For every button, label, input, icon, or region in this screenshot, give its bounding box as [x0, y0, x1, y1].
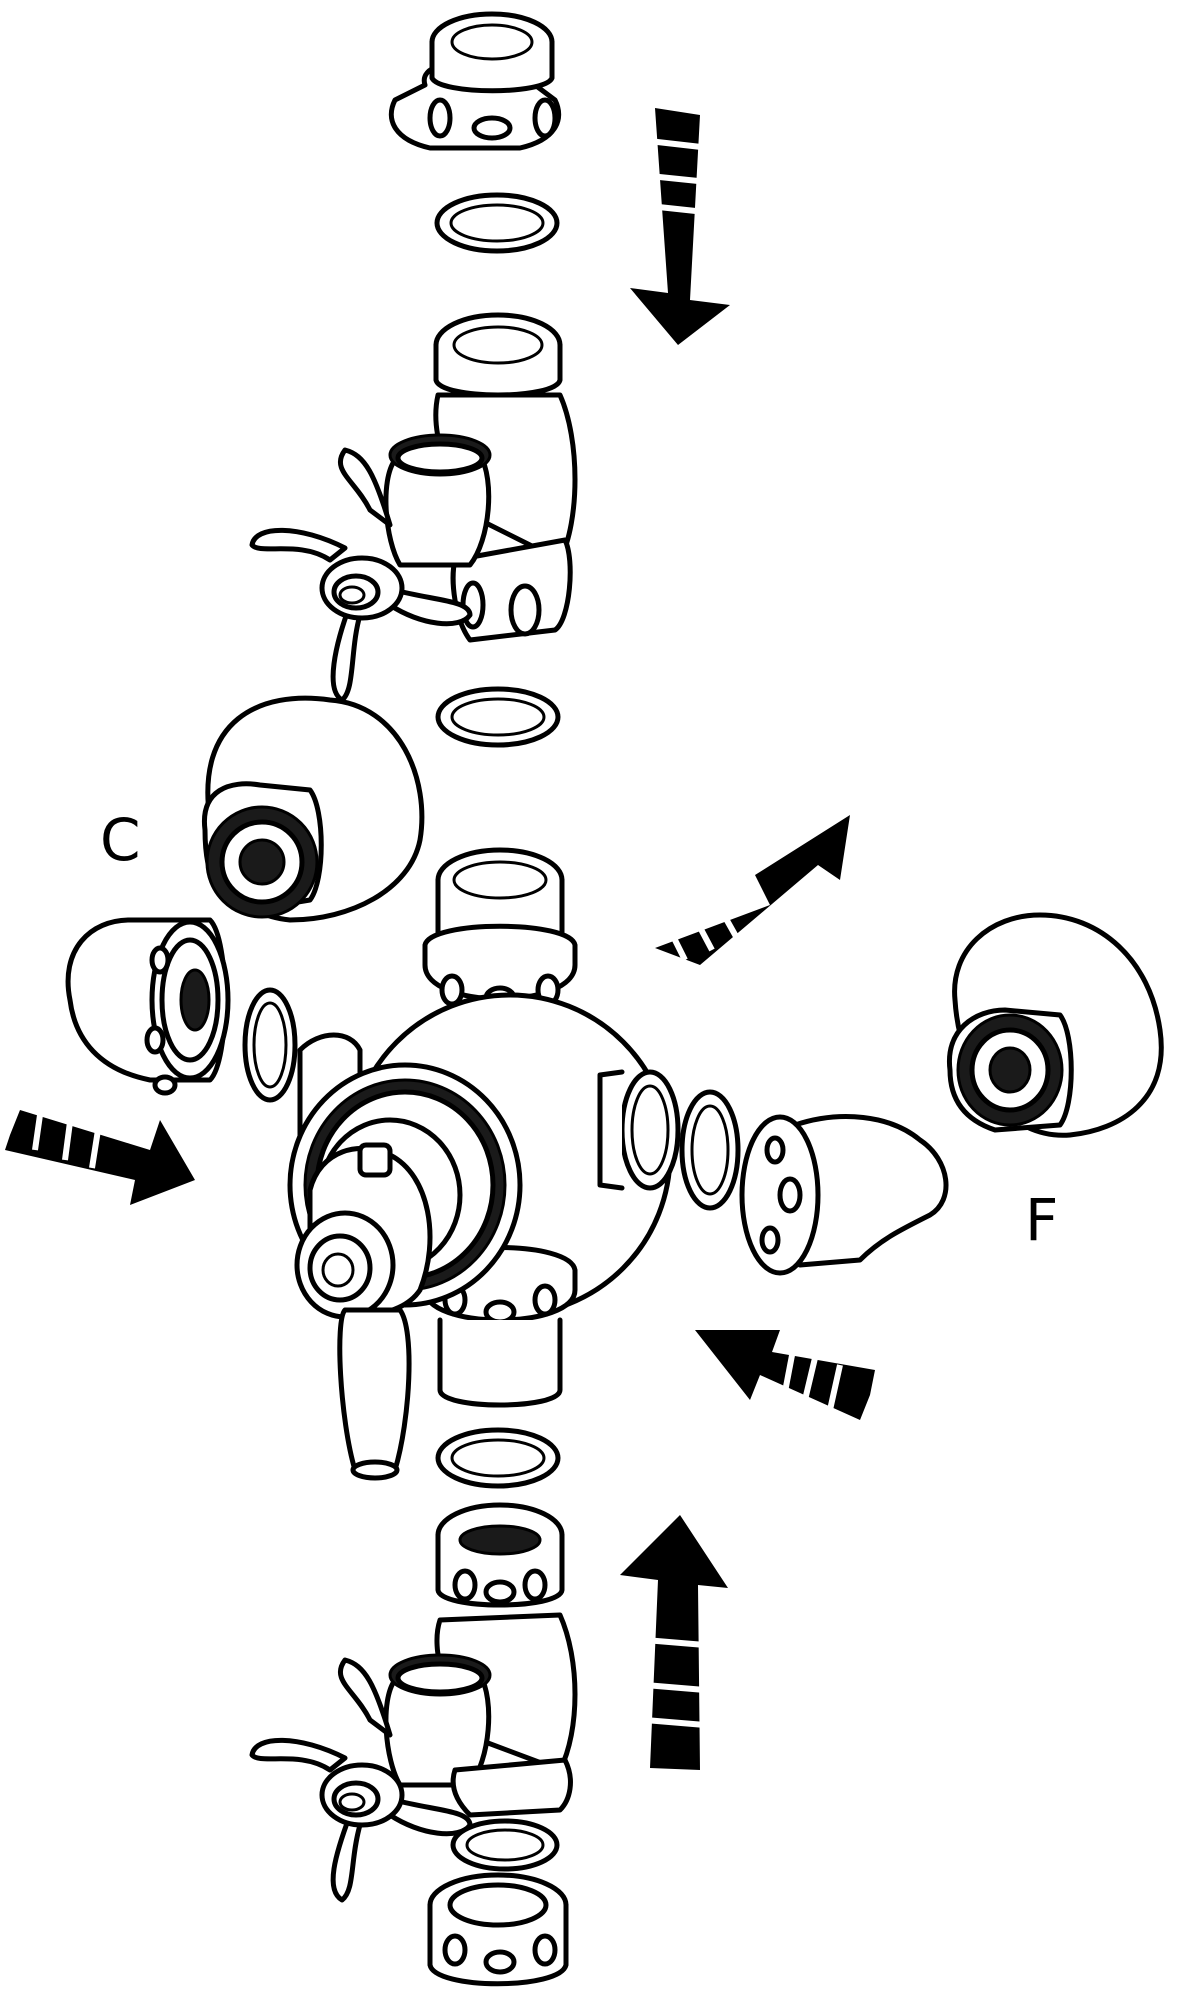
- arrow-right-left: [5, 1110, 195, 1205]
- label-hot: F: [1025, 1186, 1058, 1254]
- arrow-down-top: [630, 108, 730, 345]
- bottom-cap-nut: [427, 1872, 569, 1987]
- top-cap-nut: [388, 11, 562, 151]
- hot-inlet-wall-flange: [946, 912, 1164, 1138]
- arrow-up-bottom: [620, 1515, 728, 1770]
- mixer-valve-body: [287, 847, 681, 1481]
- top-isolation-valve: [249, 312, 578, 703]
- cold-inlet-wall-flange: [201, 695, 425, 923]
- arrow-left-lower: [695, 1330, 875, 1420]
- bottom-isolation-valve: [249, 1502, 578, 1903]
- right-elbow-fitting: [739, 1114, 949, 1276]
- top-washer: [434, 192, 560, 254]
- arrow-up-right: [655, 815, 850, 965]
- right-washer: [679, 1089, 741, 1211]
- bottom-washer: [435, 1427, 561, 1489]
- lower-small-washer: [450, 1818, 560, 1872]
- left-washer: [242, 987, 298, 1103]
- mid-washer: [435, 686, 561, 748]
- label-cold: C: [100, 806, 141, 874]
- left-elbow-fitting: [65, 917, 231, 1096]
